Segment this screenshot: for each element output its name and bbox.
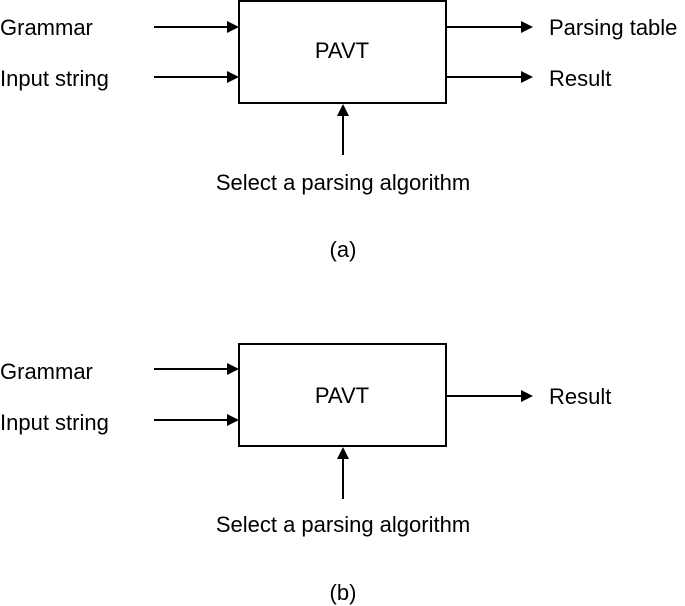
input-label-grammar-b: Grammar (0, 359, 93, 384)
output-label-result-b: Result (549, 384, 611, 409)
input-arrow-input-string-a (154, 71, 239, 83)
input-label-input-string-b: Input string (0, 410, 109, 435)
pavt-box-a (238, 0, 447, 104)
pavt-box-label-b: PAVT (315, 383, 369, 408)
bottom-input-label-a: Select a parsing algorithm (216, 170, 470, 195)
diagram-b: PAVT Grammar Input string Result Select … (0, 343, 611, 605)
output-arrow-parsing-table-a (446, 21, 533, 33)
bottom-arrow-b (337, 447, 349, 499)
input-label-grammar-a: Grammar (0, 15, 93, 40)
pavt-box-label-a: PAVT (315, 38, 369, 63)
bottom-input-label-b: Select a parsing algorithm (216, 512, 470, 537)
input-arrow-grammar-b (154, 363, 239, 375)
output-arrow-result-b (446, 390, 533, 402)
input-arrow-grammar-a (154, 21, 239, 33)
bottom-arrow-a (337, 104, 349, 155)
caption-b: (b) (330, 580, 357, 605)
output-label-parsing-table-a: Parsing table (549, 15, 677, 40)
diagram-a: PAVT Grammar Input string Parsing table … (0, 0, 677, 262)
input-label-input-string-a: Input string (0, 66, 109, 91)
pavt-box-b (238, 343, 447, 447)
output-label-result-a: Result (549, 66, 611, 91)
caption-a: (a) (330, 237, 357, 262)
output-arrow-result-a (446, 71, 533, 83)
input-arrow-input-string-b (154, 414, 239, 426)
